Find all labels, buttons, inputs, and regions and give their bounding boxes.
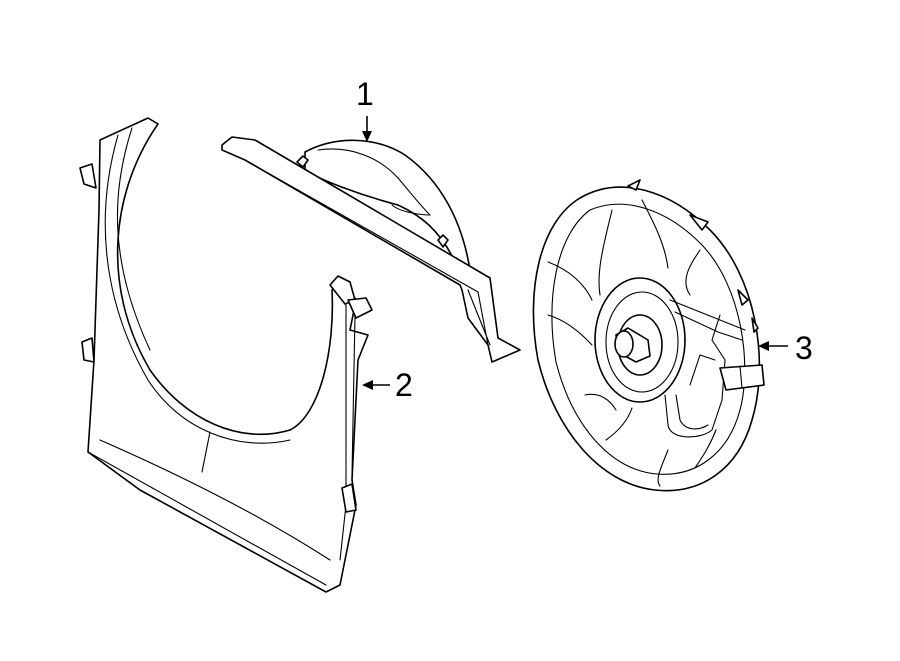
part-fan-assembly <box>532 179 765 492</box>
callout-2-label: 2 <box>395 367 413 403</box>
fan-connector <box>719 364 765 391</box>
callout-3: 3 <box>758 330 813 366</box>
callout-1-label: 1 <box>356 76 374 112</box>
callout-2: 2 <box>362 367 413 403</box>
callout-1: 1 <box>356 76 374 142</box>
callout-3-label: 3 <box>795 330 813 366</box>
part-fan-shroud <box>79 117 373 593</box>
part-fan-cover <box>221 136 521 363</box>
